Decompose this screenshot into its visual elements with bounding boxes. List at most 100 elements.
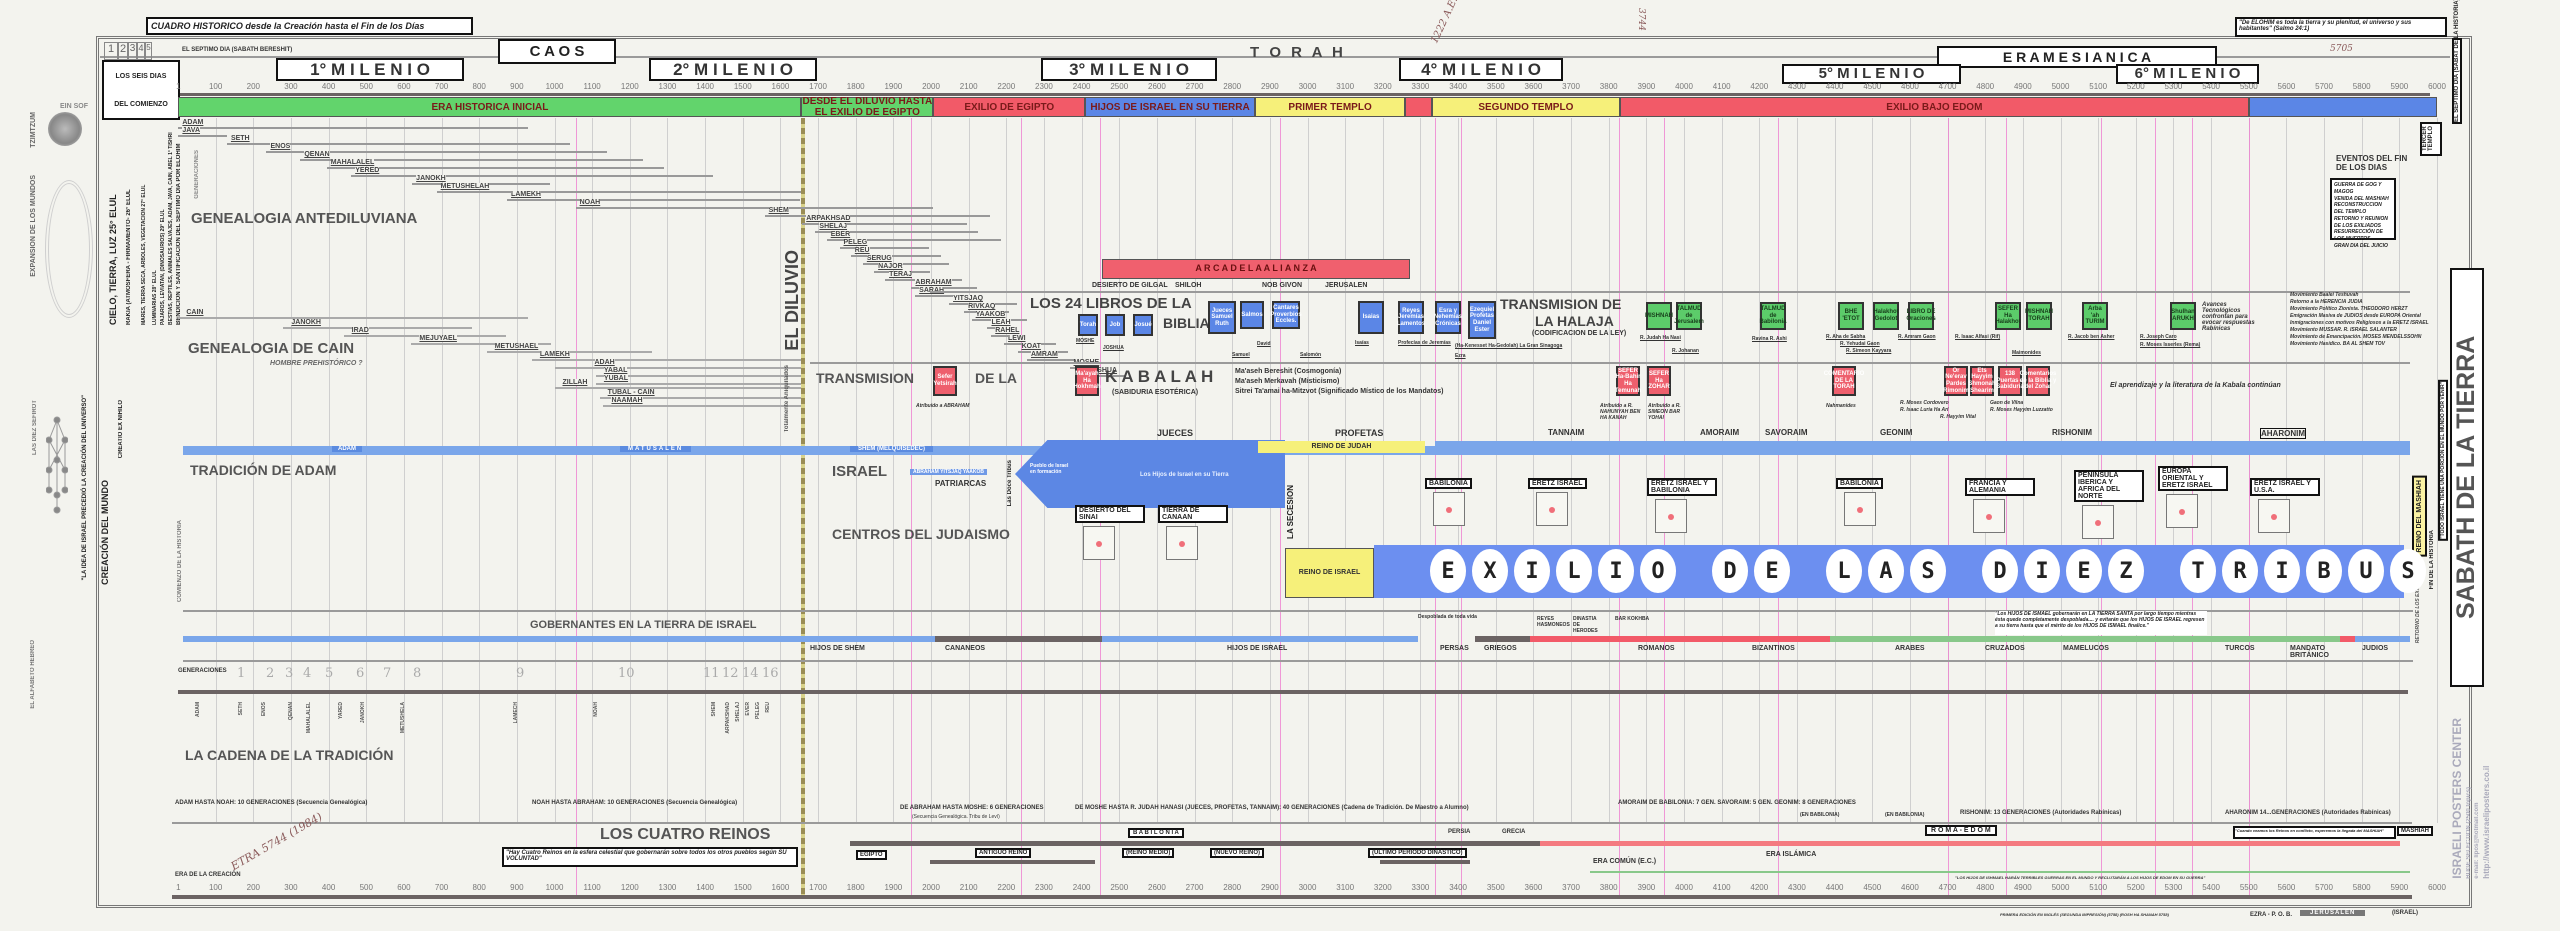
halaja-book: BHE 'ETOT xyxy=(1838,302,1864,330)
gen-summary: DE ABRAHAM HASTA MOSHE: 6 GENERACIONES xyxy=(900,805,1044,811)
evento-item: VENIDA DEL MASHIAH xyxy=(2334,195,2389,202)
hijos-tierra-label: Los Hijos de Israel en su Tierra xyxy=(1140,472,1229,478)
grid-line xyxy=(742,118,744,823)
kabalah-author: Nahmanides xyxy=(1826,403,1856,409)
days-digits: 1 2 3 4 5 xyxy=(104,42,152,60)
genealogy-bar xyxy=(815,231,979,233)
year-tick-label: 1700 xyxy=(809,883,827,892)
genealogy-bar xyxy=(507,199,800,201)
row-divider xyxy=(172,822,2412,824)
genealogy-bar xyxy=(802,223,968,225)
generation-name: MAHALALEL xyxy=(306,702,312,734)
grid-line xyxy=(290,118,292,823)
sefirot-tree-icon xyxy=(46,416,68,514)
year-tick-label: 1200 xyxy=(620,883,639,892)
gen-summary: ADAM HASTA NOAH: 10 GENERACIONES (Secuen… xyxy=(175,800,368,806)
biblia-book: Jueces Samuel Ruth xyxy=(1208,301,1236,334)
gen-summary: (EN BABILONIA) xyxy=(1885,812,1925,818)
grid-line xyxy=(780,118,782,823)
israel-wedge xyxy=(1015,440,1285,508)
year-tick-label: 4500 xyxy=(1863,883,1882,892)
year-tick-label: 5500 xyxy=(2239,82,2258,91)
tradicion-bar-label: SHEM (MELQUISEDEC) xyxy=(850,446,934,452)
chart-title: CUADRO HISTORICO desde la Creación hasta… xyxy=(146,17,473,35)
genealogy-name: MAHALALEL xyxy=(330,159,375,166)
halaja-title-2: LA HALAJA xyxy=(1535,313,1614,329)
ruler-label: JUDIOS xyxy=(2362,645,2389,652)
year-tick-label: 1900 xyxy=(884,82,903,91)
ruler-label: MAMELUCOS xyxy=(2063,645,2109,652)
year-tick-label: 1400 xyxy=(696,883,714,892)
persia-label: PERSIA xyxy=(1448,829,1471,835)
kabalah-title-2: DE LA xyxy=(975,370,1017,386)
dinastia-herodes: DINASTIA DE HERODES xyxy=(1573,616,1598,634)
centro-map xyxy=(2258,499,2290,533)
year-tick-label: 1100 xyxy=(583,82,601,91)
day-digit: 5 xyxy=(145,42,152,60)
era-segment: ERA HISTORICA INICIAL xyxy=(178,97,802,117)
ismael-quote: "Los HIJOS DE ISMAEL gobernarán en LA TI… xyxy=(1995,611,2207,635)
kabalah-book: Sefer Yetsirah xyxy=(933,366,957,396)
grid-line xyxy=(1684,118,1685,823)
exilio-letter-circle: I xyxy=(2264,549,2300,593)
biblia-author: Isaías xyxy=(1355,340,1369,346)
centro-label: ERETZ ISRAEL xyxy=(1528,478,1587,489)
year-tick-label: 3200 xyxy=(1373,82,1392,91)
genealogy-bar xyxy=(575,207,934,209)
grid-line xyxy=(705,118,707,823)
roma-edom-box: R O M A - E D O M xyxy=(1925,825,1997,836)
diluvio-line xyxy=(801,118,806,898)
kabalah-author: R. Hayyim Vital xyxy=(1940,414,1976,420)
pink-marker-line xyxy=(2248,118,2250,898)
tradicion-bar-label: MATUSALEN xyxy=(620,446,692,452)
year-tick-label: 6000 xyxy=(2428,82,2446,91)
year-tick-label: 1500 xyxy=(733,82,752,91)
year-tick-label: 6000 xyxy=(2428,883,2446,892)
movimiento-item: Movimiento Político Zionista. THEODORO H… xyxy=(2290,306,2408,312)
generation-name: METUSHELA xyxy=(400,702,406,734)
cain-genealogy-name: JANOKH xyxy=(291,319,321,326)
biblia-book: Esra y Nehemías Crónicas xyxy=(1434,301,1462,334)
gen-summary: AMORAIM DE BABILONIA: 7 GEN. SAVORAIM: 5… xyxy=(1618,800,1856,806)
cain-genealogy-name: YUBAL xyxy=(603,375,629,382)
handwritten-note: 5705 xyxy=(2330,44,2353,54)
year-tick-label: 5600 xyxy=(2277,883,2296,892)
year-tick-label: 1700 xyxy=(809,82,827,91)
exilio-letter-circle: I xyxy=(2024,549,2060,593)
generation-name: REU xyxy=(765,702,771,713)
year-tick-label: 900 xyxy=(510,82,524,91)
eventos-title: EVENTOS DEL FIN DE LOS DIAS xyxy=(2336,154,2408,172)
year-tick-label: 3600 xyxy=(1524,883,1543,892)
genealogy-bar xyxy=(266,151,608,153)
biblia-author: JOSHUA xyxy=(1103,345,1124,351)
ruler-segment xyxy=(1530,636,1650,642)
year-tick-label: 2000 xyxy=(922,82,940,91)
handwritten-note: 3744 xyxy=(1636,8,1646,31)
era-segment xyxy=(2248,97,2437,117)
halaja-author: R. Aha de Sabha xyxy=(1826,334,1866,340)
year-tick-label: 3900 xyxy=(1637,883,1656,892)
halaja-author: Ravina R. Ashi xyxy=(1752,336,1787,342)
arca-place: NOB GIVON xyxy=(1262,282,1303,289)
kabalah-book: Ets Hayyim Shmonah Shearim xyxy=(1968,366,1996,396)
ein-sof-emblem-icon xyxy=(48,112,82,146)
genealogy-name: YAAKOB xyxy=(975,311,1006,318)
generation-number: 3 xyxy=(285,666,294,681)
genealogy-name: NOAH xyxy=(579,199,601,206)
year-tick-label: 2700 xyxy=(1185,883,1204,892)
kabalah-topic: Sitrei Ta'amai ha-Mitzvot (Significado M… xyxy=(1235,388,1444,395)
year-tick-label: 5900 xyxy=(2390,82,2409,91)
year-tick-label: 4700 xyxy=(1938,883,1957,892)
year-tick-label: 3000 xyxy=(1298,82,1317,91)
year-tick-label: 5800 xyxy=(2352,82,2371,91)
rabbinic-period: RISHONIM xyxy=(2052,428,2092,437)
kabalah-book: 138 Puertas a Sabiduría xyxy=(1996,366,2024,396)
year-tick-label: 5700 xyxy=(2315,82,2333,91)
pink-marker-line xyxy=(575,118,577,898)
grid-line xyxy=(2324,118,2326,823)
edition-note: PRIMERA EDICIÓN EN INGLÉS (SEGUNDA IMPRE… xyxy=(2000,912,2169,917)
year-tick-label: 100 xyxy=(208,82,223,91)
year-tick-label: 1 xyxy=(176,883,181,892)
pink-marker-line xyxy=(1947,118,1949,898)
alfabeto-hebreo: EL ALFABETO HEBREO xyxy=(30,640,36,709)
